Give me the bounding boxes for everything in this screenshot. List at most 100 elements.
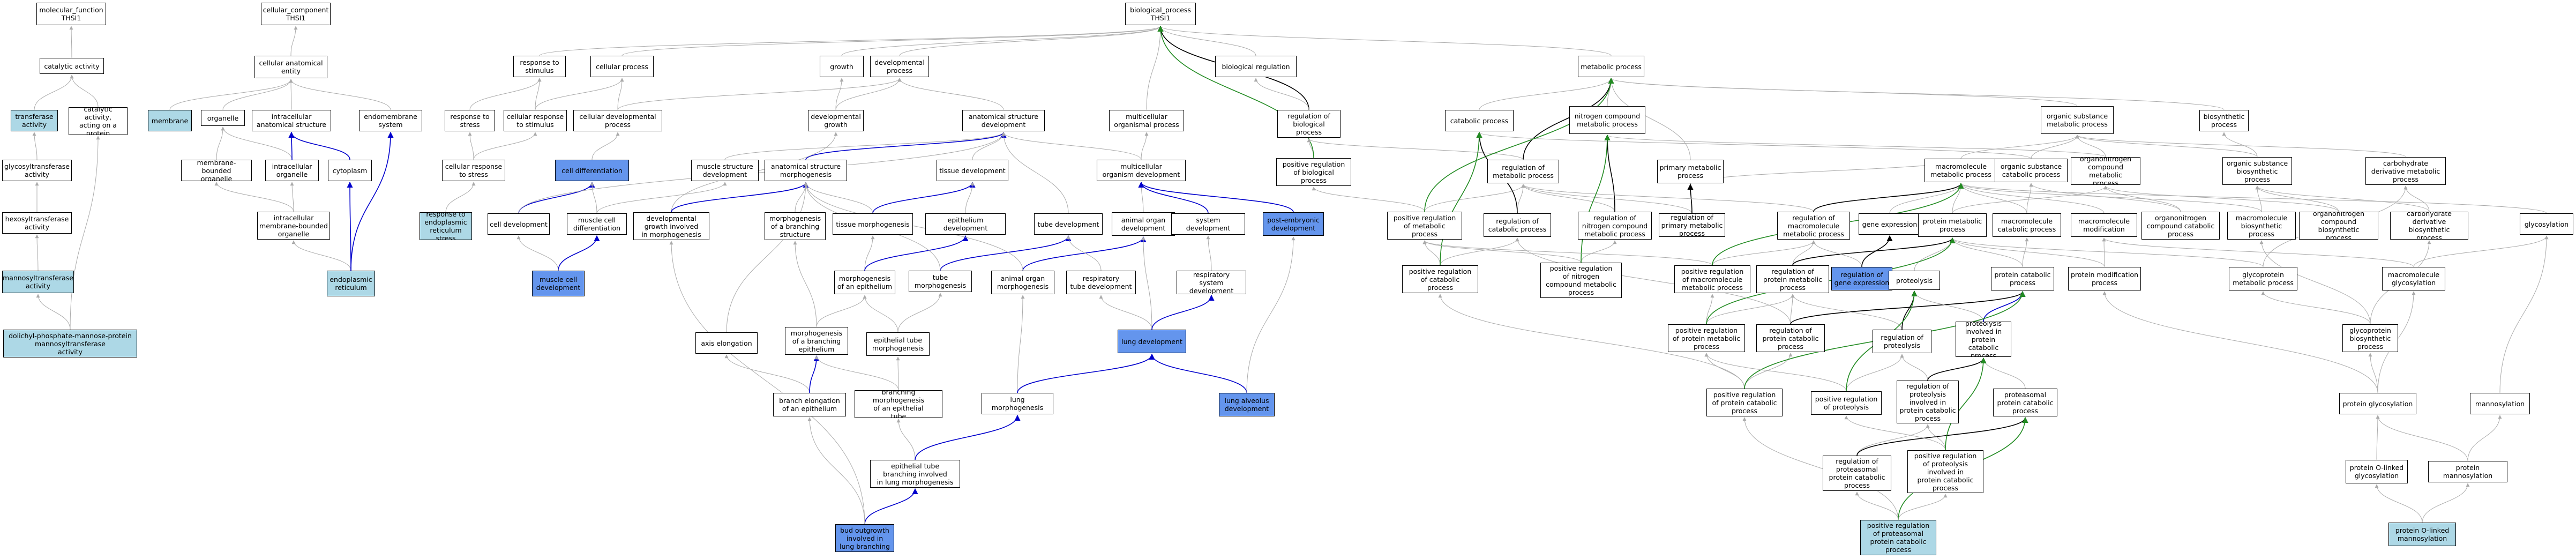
- go-term-node-regmetab: regulation of metabolic process: [1487, 160, 1559, 183]
- go-term-node-postemb: post-embryonic development: [1263, 212, 1324, 236]
- edge-orgnitro-to-nitro: [1605, 135, 2106, 158]
- edge-cae-to-cc: [290, 26, 298, 56]
- edge-cell_resp_stress-to-resp_stress: [468, 132, 474, 160]
- go-term-node-biosyn: biosynthetic process: [2199, 110, 2249, 131]
- go-term-node-glycotr: glycosyltransferase activity: [2, 160, 72, 181]
- go-term-node-animalorgmorph: animal organ morphogenesis: [991, 271, 1054, 294]
- edge-celldev-to-asd: [518, 132, 1006, 214]
- go-term-node-asd: anatomical structure development: [962, 110, 1045, 131]
- edge-dolichyl-to-mannosyl: [36, 294, 71, 330]
- go-term-node-posregprotmet: positive regulation of protein metabolic…: [1668, 324, 1745, 352]
- go-term-node-regmacro: regulation of macromolecule metabolic pr…: [1777, 212, 1850, 240]
- edge-protcat-to-macrocat: [2022, 237, 2029, 267]
- edge-epitube-to-tubemorph: [897, 293, 942, 333]
- edge-orgnitrobio-to-orgsubbio: [2255, 185, 2339, 212]
- edge-regproteo-to-regprotmet: [1791, 294, 1903, 330]
- edge-lungmorph-to-lungdev: [1017, 353, 1155, 393]
- edge-morphbranchepi-to-morphepi: [816, 295, 867, 327]
- edge-er-to-endomem: [350, 131, 394, 271]
- edge-reggeneexp-to-regmacro: [1811, 240, 1862, 267]
- go-term-node-epitubebranch: epithelial tube branching involved in lu…: [870, 460, 960, 488]
- go-term-node-ias: intracellular anatomical structure: [252, 110, 331, 131]
- edge-tubemorph-to-tubedev: [940, 235, 1072, 271]
- edge-catact-to-mf: [69, 26, 73, 58]
- go-term-node-posregproteocat: positive regulation of proteolysis invol…: [1907, 450, 1983, 493]
- go-term-node-carbderbio: carbohydrate derivative biosynthetic pro…: [2390, 212, 2468, 240]
- go-term-node-musclestruct: muscle structure development: [691, 160, 759, 181]
- edge-musclecelldev-to-celldev: [516, 235, 559, 271]
- edge-mannosyl-to-hexosyl: [35, 234, 39, 271]
- edge-epitubebranch-to-branchmorphepitube: [896, 419, 916, 460]
- edge-protmannosyl-to-mannosylation: [2467, 415, 2502, 461]
- go-term-node-cellproc: cellular process: [590, 56, 654, 77]
- go-term-node-regproteo: regulation of proteolysis: [1873, 330, 1931, 353]
- go-term-node-nitro: nitrogen compound metabolic process: [1569, 106, 1645, 134]
- edge-devproc-to-bp: [899, 26, 1163, 56]
- edge-epidev-to-tissuedev: [965, 182, 975, 214]
- edge-branchelong-to-morphbranchepi: [809, 355, 820, 393]
- edge-devgrowth-to-devproc: [835, 78, 902, 110]
- go-term-node-mcorgdev: multicellular organism development: [1097, 160, 1186, 181]
- go-term-node-mcod: multicellular organismal process: [1109, 110, 1184, 131]
- edge-er-to-cytoplasm: [347, 181, 353, 271]
- go-term-node-proteasomal: proteasomal protein catabolic process: [1993, 389, 2057, 416]
- go-term-node-protolinkedmann: protein O-linked mannosylation: [2388, 523, 2456, 546]
- edge-morphbranchepi-to-morphbranch: [793, 241, 817, 327]
- go-term-node-epidev: epithelium development: [925, 213, 1006, 235]
- edge-regmacro-to-regmetab: [1521, 184, 1814, 212]
- edge-biosyn-to-metab: [1609, 78, 2225, 110]
- edge-proteasomal-to-proteocat: [1981, 357, 2026, 389]
- go-term-node-musclediff: muscle cell differentiation: [567, 213, 627, 235]
- edge-er-to-imbo: [291, 240, 351, 271]
- go-term-node-orgnitro: organonitrogen compound metabolic proces…: [2071, 157, 2140, 185]
- edge-catprot-to-catact: [70, 74, 99, 108]
- go-term-node-cae: cellular anatomical entity: [254, 56, 327, 78]
- edge-regprotmet-to-protmet: [1792, 237, 1956, 266]
- go-term-node-geneexp: gene expression: [1859, 213, 1921, 235]
- go-term-node-posregbio: positive regulation of biological proces…: [1276, 158, 1351, 186]
- go-term-node-lungmorph: lung morphogenesis: [982, 393, 1053, 414]
- edge-mcorgdev-to-asd: [1001, 132, 1142, 160]
- edge-lungdev-to-animalorgdev: [1141, 236, 1152, 330]
- go-term-node-glycosyl: glycosylation: [2520, 213, 2573, 235]
- edge-lungdev-to-resptubedev: [1099, 295, 1152, 330]
- go-term-node-cell_resp_stim: cellular response to stimulus: [504, 110, 567, 131]
- edge-cytoplasm-to-ias: [288, 131, 350, 160]
- go-term-node-transfer: transferase activity: [11, 110, 58, 131]
- go-term-node-animalorgdev: animal organ development: [1112, 212, 1175, 236]
- edge-protolinkedmann-to-protolinkedglyc: [2375, 484, 2423, 523]
- edge-reggeneexp-to-geneexp: [1861, 235, 1893, 267]
- go-term-node-morphbranchepi: morphogenesis of a branching epithelium: [785, 327, 848, 355]
- edge-tissuedev-to-asd: [972, 132, 1006, 160]
- edge-posregnitro-to-posregmetab: [1422, 240, 1582, 263]
- go-term-node-organelle: organelle: [201, 110, 245, 126]
- go-term-node-bp: biological_process THSI1: [1125, 3, 1196, 25]
- go-term-node-resptubedev: respiratory tube development: [1066, 271, 1136, 294]
- edge-protolinkedglyc-to-protglyc: [2376, 415, 2380, 460]
- edge-imbo-to-intorg: [290, 182, 294, 212]
- edge-orgsubcat-to-orgsubst: [2031, 135, 2079, 159]
- edge-membrane-to-cae: [169, 79, 293, 110]
- go-term-node-glycoprotbio: glycoprotein biosynthetic process: [2342, 324, 2398, 352]
- go-term-node-posregmetab: positive regulation of metabolic process: [1387, 212, 1462, 240]
- edge-animalorgmorph-to-asm: [804, 182, 1023, 271]
- go-term-node-er_stress: response to endoplasmic reticulum stress: [420, 212, 472, 240]
- edge-imbo-to-mbo: [214, 182, 294, 212]
- edge-orgsubbio-to-orgsubst: [2075, 135, 2258, 158]
- edge-budoutgrowth-to-branchelong: [807, 417, 865, 525]
- edge-posregproteocat-to-proteocat: [1945, 357, 1987, 451]
- edge-glycotr-to-transfer: [32, 132, 38, 160]
- go-term-node-hexosyl: hexosyltransferase activity: [2, 212, 72, 234]
- go-term-node-posregproteo: positive regulation of proteolysis: [1811, 391, 1882, 415]
- go-term-node-posregprotcat: positive regulation of protein catabolic…: [1706, 389, 1783, 416]
- edge-cell_resp_stress-to-cell_resp_stim: [473, 132, 537, 160]
- go-term-node-celldev: cell development: [488, 213, 550, 235]
- edge-glycoprotbio-to-glycoprot: [2261, 291, 2371, 325]
- go-term-node-devgrowth: developmental growth: [808, 110, 864, 131]
- edge-protcat-to-protmet: [1950, 237, 2023, 267]
- go-term-node-macrobio: macromolecule biosynthetic process: [2227, 212, 2296, 240]
- edge-asm-to-asd: [805, 131, 1007, 160]
- edge-cell_resp_stim-to-resp_stim: [535, 78, 542, 110]
- go-term-node-protolinkedglyc: protein O-linked glycosylation: [2346, 460, 2408, 483]
- go-term-node-regbioproc: regulation of biological process: [1277, 110, 1341, 138]
